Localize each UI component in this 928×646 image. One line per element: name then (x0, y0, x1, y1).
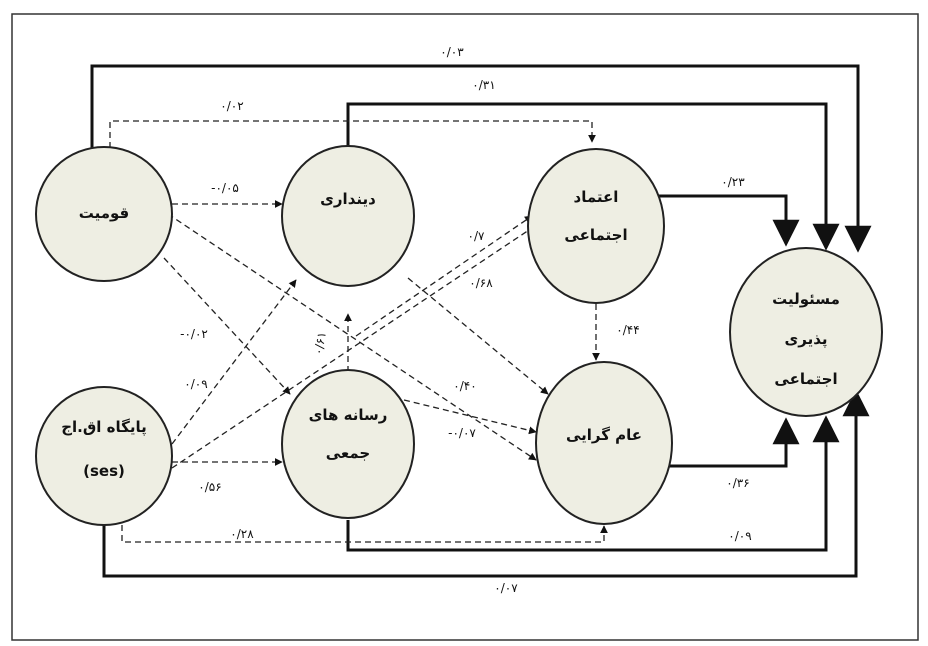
node-ethnicity: قومیت (35, 146, 173, 282)
label-ethnicity-responsibility: ۰/۰۳ (440, 45, 464, 59)
node-mass-media: رسانه های جمعی (281, 369, 415, 519)
edge-trust-responsibility (654, 194, 800, 247)
label-ses-religiosity: ۰/۰۹ (184, 377, 207, 391)
label-universalism-responsibility: ۰/۳۶ (726, 476, 749, 490)
label-media-responsibility: ۰/۰۹ (728, 529, 751, 543)
edge-ethnicity-media (163, 257, 291, 395)
label-religiosity-responsibility: ۰/۳۱ (472, 78, 495, 92)
node-social-trust-label-line2: اجتماعی (564, 226, 627, 244)
node-social-responsibility-label-line2: پذیری (784, 330, 827, 349)
label-ethnicity-universalism: -۰/۰۷ (448, 426, 476, 440)
label-media-universalism: ۰/۴۰ (453, 379, 476, 393)
label-ses-universalism: ۰/۲۸ (230, 527, 254, 541)
edge-ses-responsibility (102, 389, 870, 578)
label-ses-media: ۰/۵۶ (198, 480, 221, 494)
node-universalism-label: عام گرایی (566, 426, 642, 444)
edge-ethnicity-universalism (167, 213, 537, 461)
edge-universalism-responsibility (668, 417, 800, 468)
node-social-trust: اعتماد اجتماعی (527, 148, 665, 304)
label-trust-responsibility: ۰/۲۳ (721, 175, 745, 189)
edge-ses-universalism (121, 525, 608, 543)
edge-media-universalism (403, 399, 537, 435)
label-ethnicity-religiosity: -۰/۰۵ (211, 181, 239, 195)
edge-religiosity-responsibility (346, 102, 840, 251)
label-media-trust: ۰/۷ (468, 229, 485, 243)
node-social-trust-label-line1: اعتماد (574, 188, 619, 206)
node-religiosity: دینداری (281, 145, 415, 287)
label-trust-universalism: ۰/۴۴ (616, 323, 639, 337)
node-ses-label-line2: (ses) (83, 462, 125, 480)
node-ethnicity-label: قومیت (79, 204, 130, 222)
label-ses-responsibility: ۰/۰۷ (494, 581, 518, 595)
node-mass-media-label-line1: رسانه های (309, 406, 388, 424)
frame-border (11, 13, 919, 641)
label-ses-trust: ۰/۶۸ (469, 276, 493, 290)
label-ethnicity-media: -۰/۰۲ (180, 327, 208, 341)
label-religiosity-universalism: ۰/۶۱ (311, 331, 329, 356)
node-ses-label-line1: پایگاه اق.اج (61, 418, 147, 437)
node-religiosity-label: دینداری (320, 190, 376, 208)
node-universalism: عام گرایی (535, 361, 673, 525)
edge-media-responsibility (346, 415, 840, 552)
edge-ses-religiosity (171, 279, 297, 445)
node-social-responsibility-label-line3: اجتماعی (774, 370, 837, 388)
label-ethnicity-trust: ۰/۰۲ (220, 99, 243, 113)
edge-media-trust (355, 215, 533, 337)
edge-religiosity-universalism (407, 277, 549, 395)
edge-ethnicity-responsibility (90, 64, 872, 253)
node-ses: پایگاه اق.اج (ses) (35, 386, 173, 526)
node-social-responsibility-label-line1: مسئولیت (772, 290, 840, 308)
edge-ethnicity-trust (109, 120, 596, 148)
node-social-responsibility: مسئولیت پذیری اجتماعی (729, 247, 883, 417)
edge-ses-trust (171, 225, 536, 469)
node-mass-media-label-line2: جمعی (326, 444, 371, 462)
